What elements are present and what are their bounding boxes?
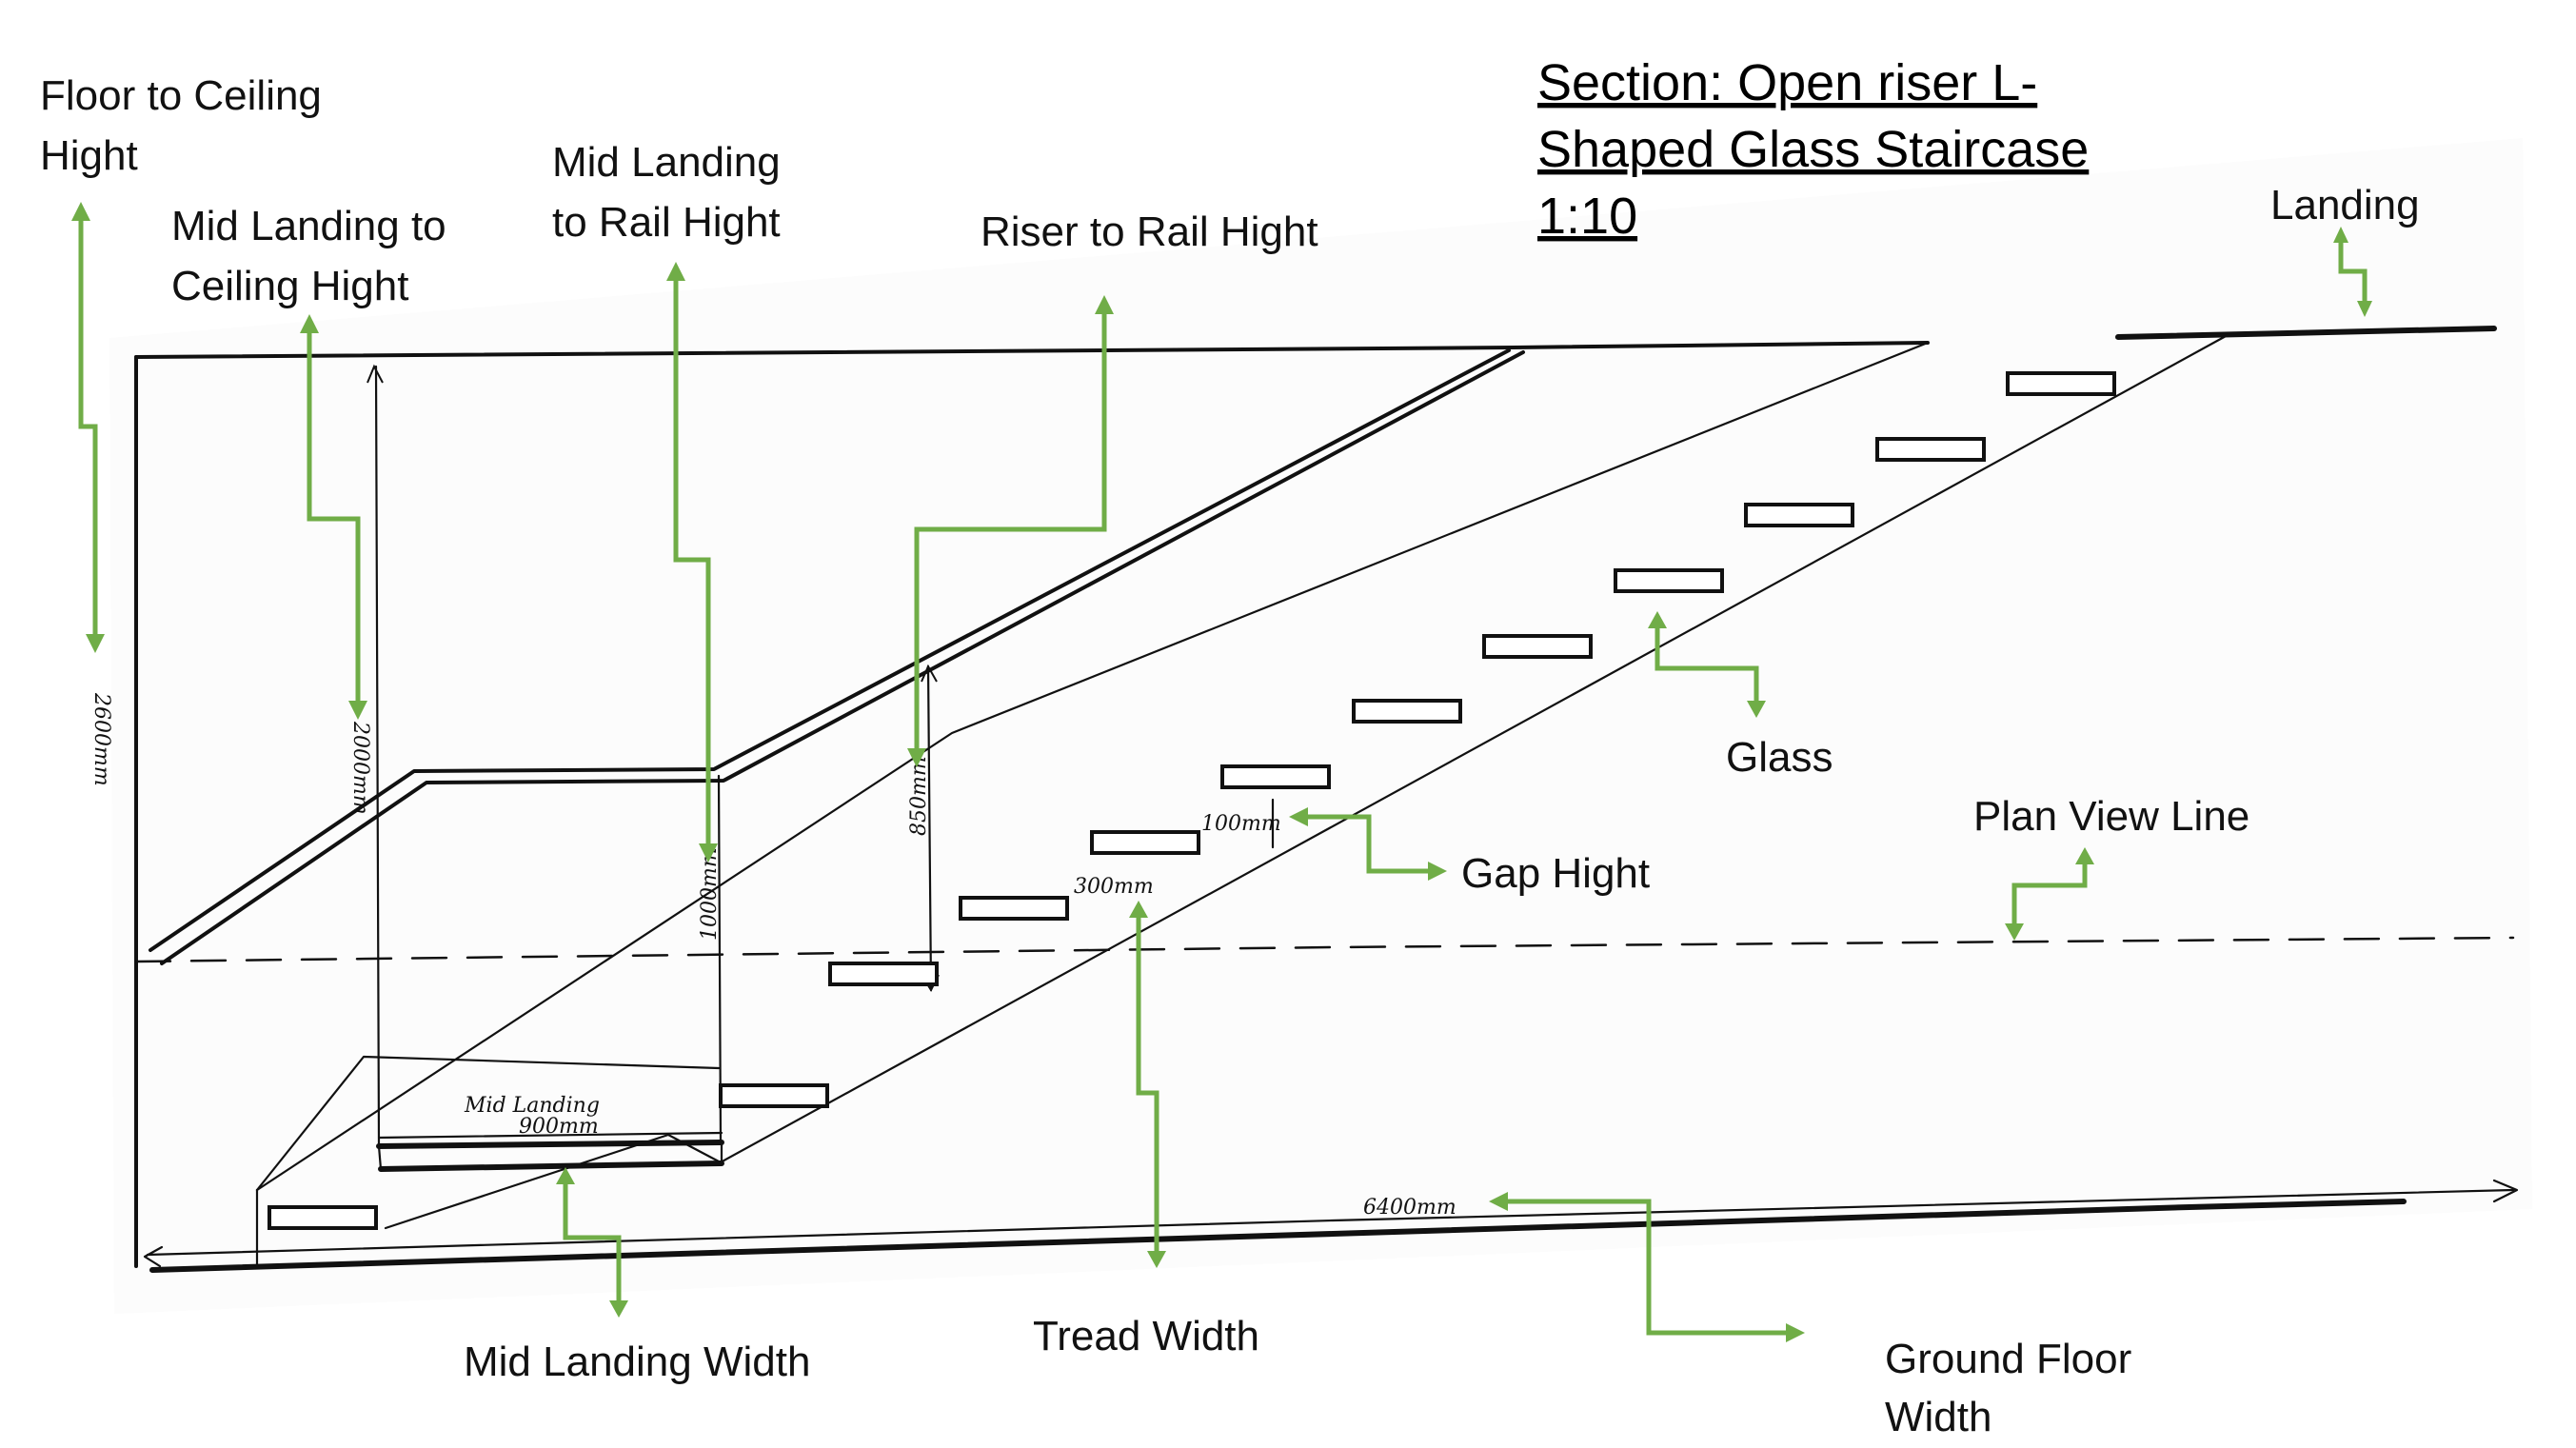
tread-upper-1 (828, 962, 939, 986)
label-glass: Glass (1726, 734, 1833, 781)
tread-upper-2 (959, 896, 1069, 921)
stringer-upper-left (255, 341, 1930, 1192)
tread-upper-4 (1220, 764, 1331, 789)
stringer-lower-top (255, 1055, 721, 1192)
tread-lower-1 (268, 1205, 378, 1230)
leader-floor-to-ceiling (71, 202, 105, 653)
label-mid-landing-to-ceiling-line1: Mid Landing to (171, 203, 446, 249)
tread-lower-2 (719, 1083, 829, 1108)
tread-upper-9 (1875, 437, 1986, 462)
drawing-title: Section: Open riser L- Shaped Glass Stai… (1537, 54, 2089, 245)
mid-landing-slab-top (376, 1140, 724, 1149)
label-landing: Landing (2270, 182, 2420, 228)
stringer-lower-bottom (384, 1133, 721, 1230)
mid-landing-slab-left (377, 1144, 383, 1171)
ground-floor-line (149, 1199, 2407, 1273)
dim-1000-line (717, 774, 723, 1144)
dim-2600-text: 2600mm (89, 692, 113, 786)
title-line-2: Shaped Glass Staircase (1537, 121, 2089, 178)
dim-900-text: 900mm (519, 1115, 599, 1139)
plan-view-line (134, 936, 2515, 963)
annotation-labels: Floor to Ceiling Hight Mid Landing to Ce… (40, 72, 2420, 1440)
scanned-paper (109, 138, 2532, 1314)
dim-900-line (377, 1131, 723, 1140)
dim-2000-line (374, 365, 381, 1148)
label-mid-landing-to-ceiling-line2: Ceiling Hight (171, 263, 408, 309)
handrail-lower-inner (160, 350, 1525, 965)
dim-100-text: 100mm (1201, 812, 1281, 836)
tread-upper-3 (1090, 830, 1200, 855)
leader-mid-landing-to-rail (666, 262, 718, 863)
dim-850-text: 850mm (907, 756, 931, 836)
leader-ground-floor-width (1489, 1192, 1805, 1342)
label-floor-to-ceiling-line2: Hight (40, 132, 138, 179)
label-mid-landing-to-rail-line2: to Rail Hight (552, 199, 781, 246)
mid-landing-caption: Mid Landing (464, 1094, 600, 1118)
label-mid-landing-to-rail-line1: Mid Landing (552, 139, 781, 186)
label-gap-hight: Gap Hight (1461, 850, 1650, 897)
dim-300-text: 300mm (1074, 875, 1154, 899)
stringer-upper-right (717, 333, 2229, 1165)
leader-mid-landing-width (556, 1167, 628, 1318)
tread-upper-10 (2006, 371, 2116, 396)
dim-1000-text: 1000mm (698, 847, 722, 941)
leader-plan-view-line (2005, 847, 2094, 941)
dim-6400-text: 6400mm (1363, 1196, 1456, 1220)
linework (134, 326, 2519, 1273)
tread-upper-5 (1352, 699, 1462, 724)
leaders (71, 202, 2372, 1342)
label-plan-view-line: Plan View Line (1973, 793, 2249, 840)
dim-2000-text: 2000mm (348, 721, 372, 815)
label-floor-to-ceiling-line1: Floor to Ceiling (40, 72, 322, 119)
dim-850-line (926, 664, 933, 992)
tread-upper-8 (1744, 503, 1854, 527)
title-line-1: Section: Open riser L- (1537, 54, 2037, 111)
ground-floor-dim-arrow-left (143, 1245, 164, 1268)
upper-landing-line (2115, 326, 2497, 340)
tread-upper-7 (1614, 568, 1724, 593)
treads (268, 371, 2116, 1230)
leader-glass (1648, 611, 1766, 718)
leader-gap-hight (1289, 807, 1447, 881)
ground-floor-dim-line (146, 1188, 2515, 1257)
tread-upper-6 (1482, 634, 1593, 659)
leader-landing (2333, 227, 2372, 317)
dim-2000-arrow (367, 364, 384, 384)
ceiling-line (134, 341, 1930, 359)
leader-mid-landing-to-ceiling (300, 314, 367, 720)
mid-landing-slab-bottom (378, 1160, 724, 1172)
title-line-3: 1:10 (1537, 188, 1637, 245)
label-tread-width: Tread Width (1033, 1313, 1259, 1359)
leader-tread-width (1129, 901, 1166, 1268)
ground-floor-dim-arrow (2492, 1179, 2519, 1203)
leader-riser-to-rail (907, 295, 1114, 767)
label-mid-landing-width: Mid Landing Width (464, 1339, 810, 1385)
label-riser-to-rail: Riser to Rail Hight (981, 208, 1318, 255)
dim-850-arrow-top (921, 664, 938, 683)
handrail-lower-outer (149, 348, 1511, 952)
label-ground-floor-width-line2: Width (1885, 1394, 1991, 1440)
label-ground-floor-width-line1: Ground Floor (1885, 1336, 2131, 1382)
